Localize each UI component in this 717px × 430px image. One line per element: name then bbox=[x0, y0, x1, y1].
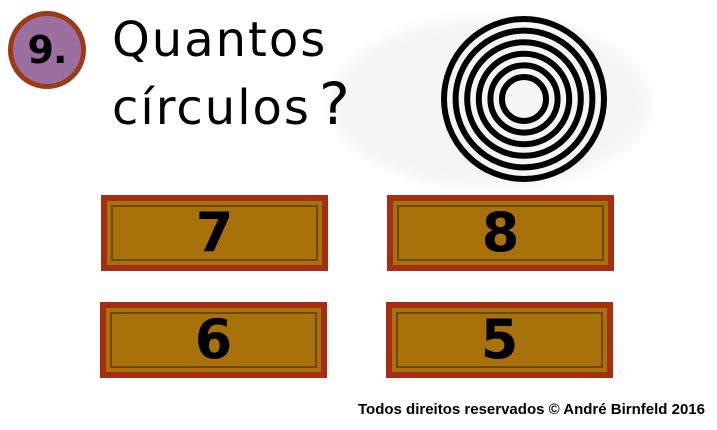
question-line-2: círculos bbox=[112, 80, 311, 136]
ring-5 bbox=[487, 62, 561, 136]
concentric-circles-icon bbox=[441, 16, 607, 182]
question-line-2-wrap: círculos? bbox=[112, 72, 412, 140]
question-number: 9. bbox=[27, 28, 68, 72]
ring-2 bbox=[452, 27, 596, 171]
answer-label: 5 bbox=[480, 308, 519, 371]
answer-label: 8 bbox=[481, 201, 520, 264]
answer-button-5[interactable]: 5 bbox=[386, 302, 613, 378]
ring-6 bbox=[499, 74, 549, 124]
answer-label: 7 bbox=[195, 201, 234, 264]
rings-group bbox=[441, 16, 607, 182]
ring-4 bbox=[475, 50, 573, 148]
question-mark: ? bbox=[318, 70, 352, 138]
question-line-1: Quantos bbox=[112, 12, 328, 68]
ring-3 bbox=[464, 39, 584, 159]
ring-1 bbox=[441, 16, 607, 182]
question-number-badge: 9. bbox=[8, 11, 86, 89]
answer-button-6[interactable]: 6 bbox=[100, 302, 327, 378]
answer-button-8[interactable]: 8 bbox=[387, 195, 614, 271]
answer-button-7[interactable]: 7 bbox=[101, 195, 328, 271]
answer-label: 6 bbox=[194, 308, 233, 371]
question-text: Quantos círculos? bbox=[112, 8, 412, 140]
copyright-footer: Todos direitos reservados © André Birnfe… bbox=[358, 401, 705, 418]
